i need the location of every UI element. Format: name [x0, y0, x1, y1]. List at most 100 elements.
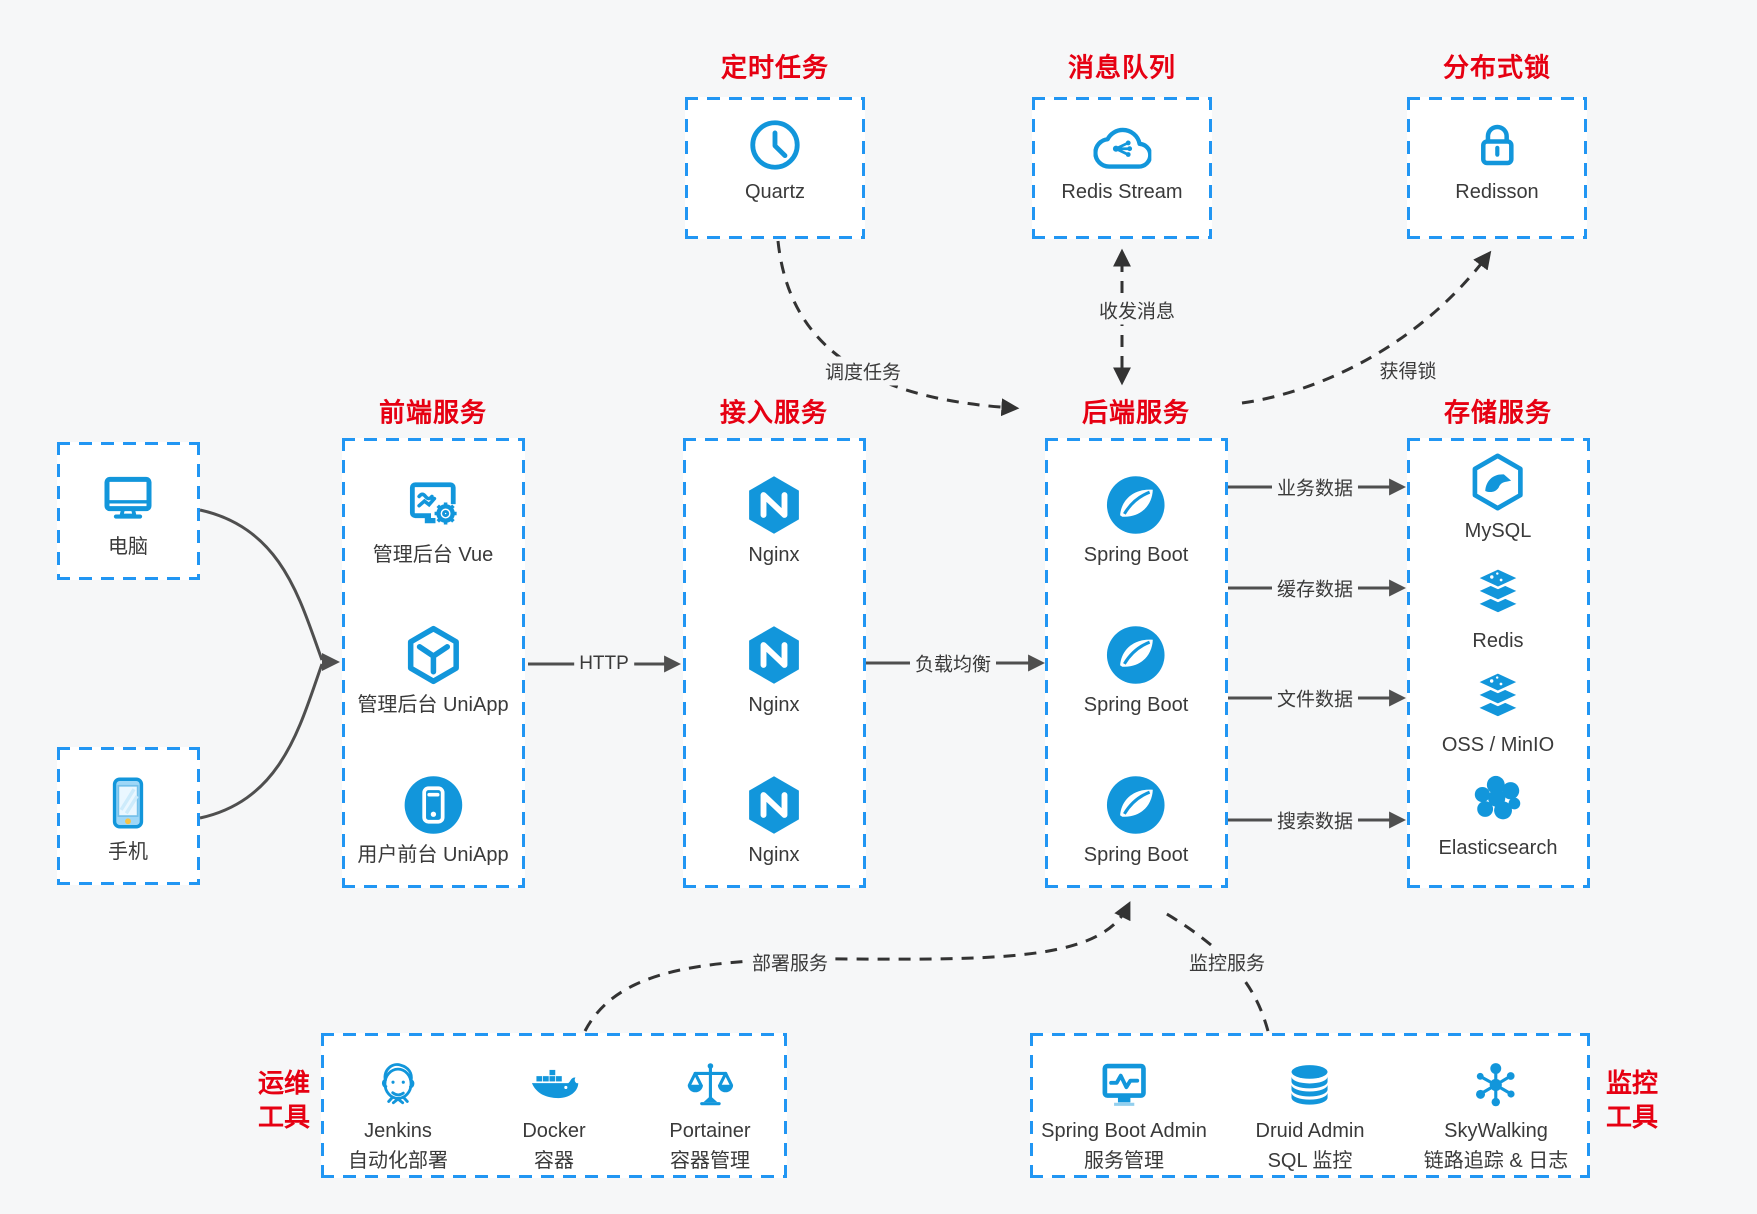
storage-stack-icon: [1467, 665, 1529, 727]
spring-leaf-icon: [1104, 473, 1168, 537]
node-sublabel: 链路追踪 & 日志: [1423, 1150, 1569, 1172]
node-label: Spring Boot Admin: [1041, 1120, 1207, 1142]
node-springboot-2: Spring Boot: [1083, 623, 1189, 717]
node-label: Redis Stream: [1061, 181, 1183, 203]
node-springboot-3: Spring Boot: [1083, 773, 1189, 867]
node-label: Nginx: [748, 544, 800, 566]
edge-phone-to-frontend: [199, 663, 324, 820]
node-label: Redisson: [1455, 181, 1539, 203]
docker-whale-icon: [526, 1057, 582, 1113]
group-title-frontend: 前端服务: [378, 397, 488, 428]
edge-label-loadbalance: 负载均衡: [909, 648, 997, 678]
edge-label-http: HTTP: [574, 652, 634, 676]
distributed-lock-frame: [1407, 97, 1587, 239]
node-label: 管理后台 UniApp: [357, 694, 509, 716]
scales-icon: [682, 1057, 738, 1113]
message-queue-frame: [1032, 97, 1212, 239]
node-portainer: Portainer 容器管理: [669, 1057, 751, 1173]
node-label: Nginx: [748, 844, 800, 866]
node-label: Nginx: [748, 694, 800, 716]
mobile-icon: [97, 772, 159, 834]
redis-stack-icon: [1467, 561, 1529, 623]
monitor-tools-label: 监控 工具: [1605, 1068, 1659, 1132]
node-redisson: Redisson: [1455, 116, 1539, 204]
nginx-icon: [742, 773, 806, 837]
group-title-backend: 后端服务: [1081, 397, 1191, 428]
node-label: SkyWalking: [1444, 1120, 1548, 1142]
cloud-network-icon: [1093, 116, 1151, 174]
computer-frame: [57, 442, 200, 580]
node-springboot-1: Spring Boot: [1083, 473, 1189, 567]
node-computer: 电脑: [97, 467, 159, 559]
phone-frame: [57, 747, 200, 885]
node-druid-admin: Druid Admin SQL 监控: [1255, 1057, 1365, 1173]
edge-label-lock: 获得锁: [1374, 355, 1442, 385]
group-title-storage: 存储服务: [1443, 397, 1553, 428]
node-quartz: Quartz: [745, 116, 805, 204]
node-sublabel: 容器: [533, 1150, 574, 1172]
spring-leaf-icon: [1104, 773, 1168, 837]
edge-label-cache: 缓存数据: [1271, 573, 1359, 603]
edge-lock-curve: [1241, 250, 1492, 405]
edge-label-search: 搜索数据: [1271, 805, 1359, 835]
clock-icon: [746, 116, 804, 174]
edge-label-business: 业务数据: [1271, 472, 1359, 502]
jenkins-icon: [370, 1057, 426, 1113]
node-sublabel: 自动化部署: [348, 1150, 448, 1172]
node-nginx-3: Nginx: [742, 773, 806, 867]
spring-leaf-icon: [1104, 623, 1168, 687]
edge-label-file: 文件数据: [1271, 683, 1359, 713]
node-sublabel: SQL 监控: [1267, 1150, 1353, 1172]
node-label: Jenkins: [364, 1120, 432, 1142]
node-oss-minio: OSS / MinIO: [1442, 665, 1554, 757]
node-label: 电脑: [108, 536, 148, 558]
topology-icon: [1468, 1057, 1524, 1113]
elasticsearch-icon: [1467, 768, 1529, 830]
node-label: 用户前台 UniApp: [357, 844, 509, 866]
node-mysql: MySQL: [1464, 451, 1532, 543]
monitor-pulse-icon: [1096, 1057, 1152, 1113]
node-admin-vue: 管理后台 Vue: [373, 473, 493, 567]
node-springboot-admin: Spring Boot Admin 服务管理: [1041, 1057, 1207, 1173]
cube-icon: [401, 623, 465, 687]
node-label: Redis: [1472, 630, 1524, 652]
node-redis: Redis: [1467, 561, 1529, 653]
group-title-gateway: 接入服务: [719, 397, 829, 428]
node-label: Druid Admin: [1255, 1120, 1365, 1142]
node-nginx-2: Nginx: [742, 623, 806, 717]
clients-merge-arrowhead: [322, 653, 340, 671]
ops-tools-label: 运维 工具: [257, 1068, 311, 1132]
node-label: Spring Boot: [1083, 844, 1189, 866]
desktop-icon: [97, 467, 159, 529]
node-admin-uniapp: 管理后台 UniApp: [357, 623, 509, 717]
edge-deploy-curve: [583, 901, 1131, 1032]
node-label: Spring Boot: [1083, 544, 1189, 566]
node-docker: Docker 容器: [522, 1057, 586, 1173]
node-label: Portainer: [669, 1120, 751, 1142]
edge-label-schedule: 调度任务: [819, 356, 907, 386]
storage-frame: [1407, 438, 1590, 888]
edge-label-deploy: 部署服务: [746, 947, 834, 977]
database-icon: [1282, 1057, 1338, 1113]
edge-computer-to-frontend: [199, 508, 324, 661]
node-label: Spring Boot: [1083, 694, 1189, 716]
node-sublabel: 容器管理: [670, 1150, 750, 1172]
group-title-distributed-lock: 分布式锁: [1442, 52, 1552, 83]
node-label: Docker: [522, 1120, 586, 1142]
node-elasticsearch: Elasticsearch: [1439, 768, 1557, 860]
edge-label-monitor: 监控服务: [1183, 947, 1271, 977]
ops-tools-frame: [321, 1033, 787, 1178]
lock-icon: [1468, 116, 1526, 174]
node-sublabel: 服务管理: [1084, 1150, 1164, 1172]
nginx-icon: [742, 473, 806, 537]
node-label: 手机: [108, 841, 148, 863]
node-label: 管理后台 Vue: [372, 544, 494, 566]
mysql-dolphin-icon: [1467, 451, 1529, 513]
node-jenkins: Jenkins 自动化部署: [348, 1057, 448, 1173]
node-user-uniapp: 用户前台 UniApp: [357, 773, 509, 867]
node-nginx-1: Nginx: [742, 473, 806, 567]
node-redis-stream: Redis Stream: [1061, 116, 1183, 204]
node-label: MySQL: [1464, 520, 1532, 542]
edge-label-messages: 收发消息: [1093, 295, 1181, 325]
